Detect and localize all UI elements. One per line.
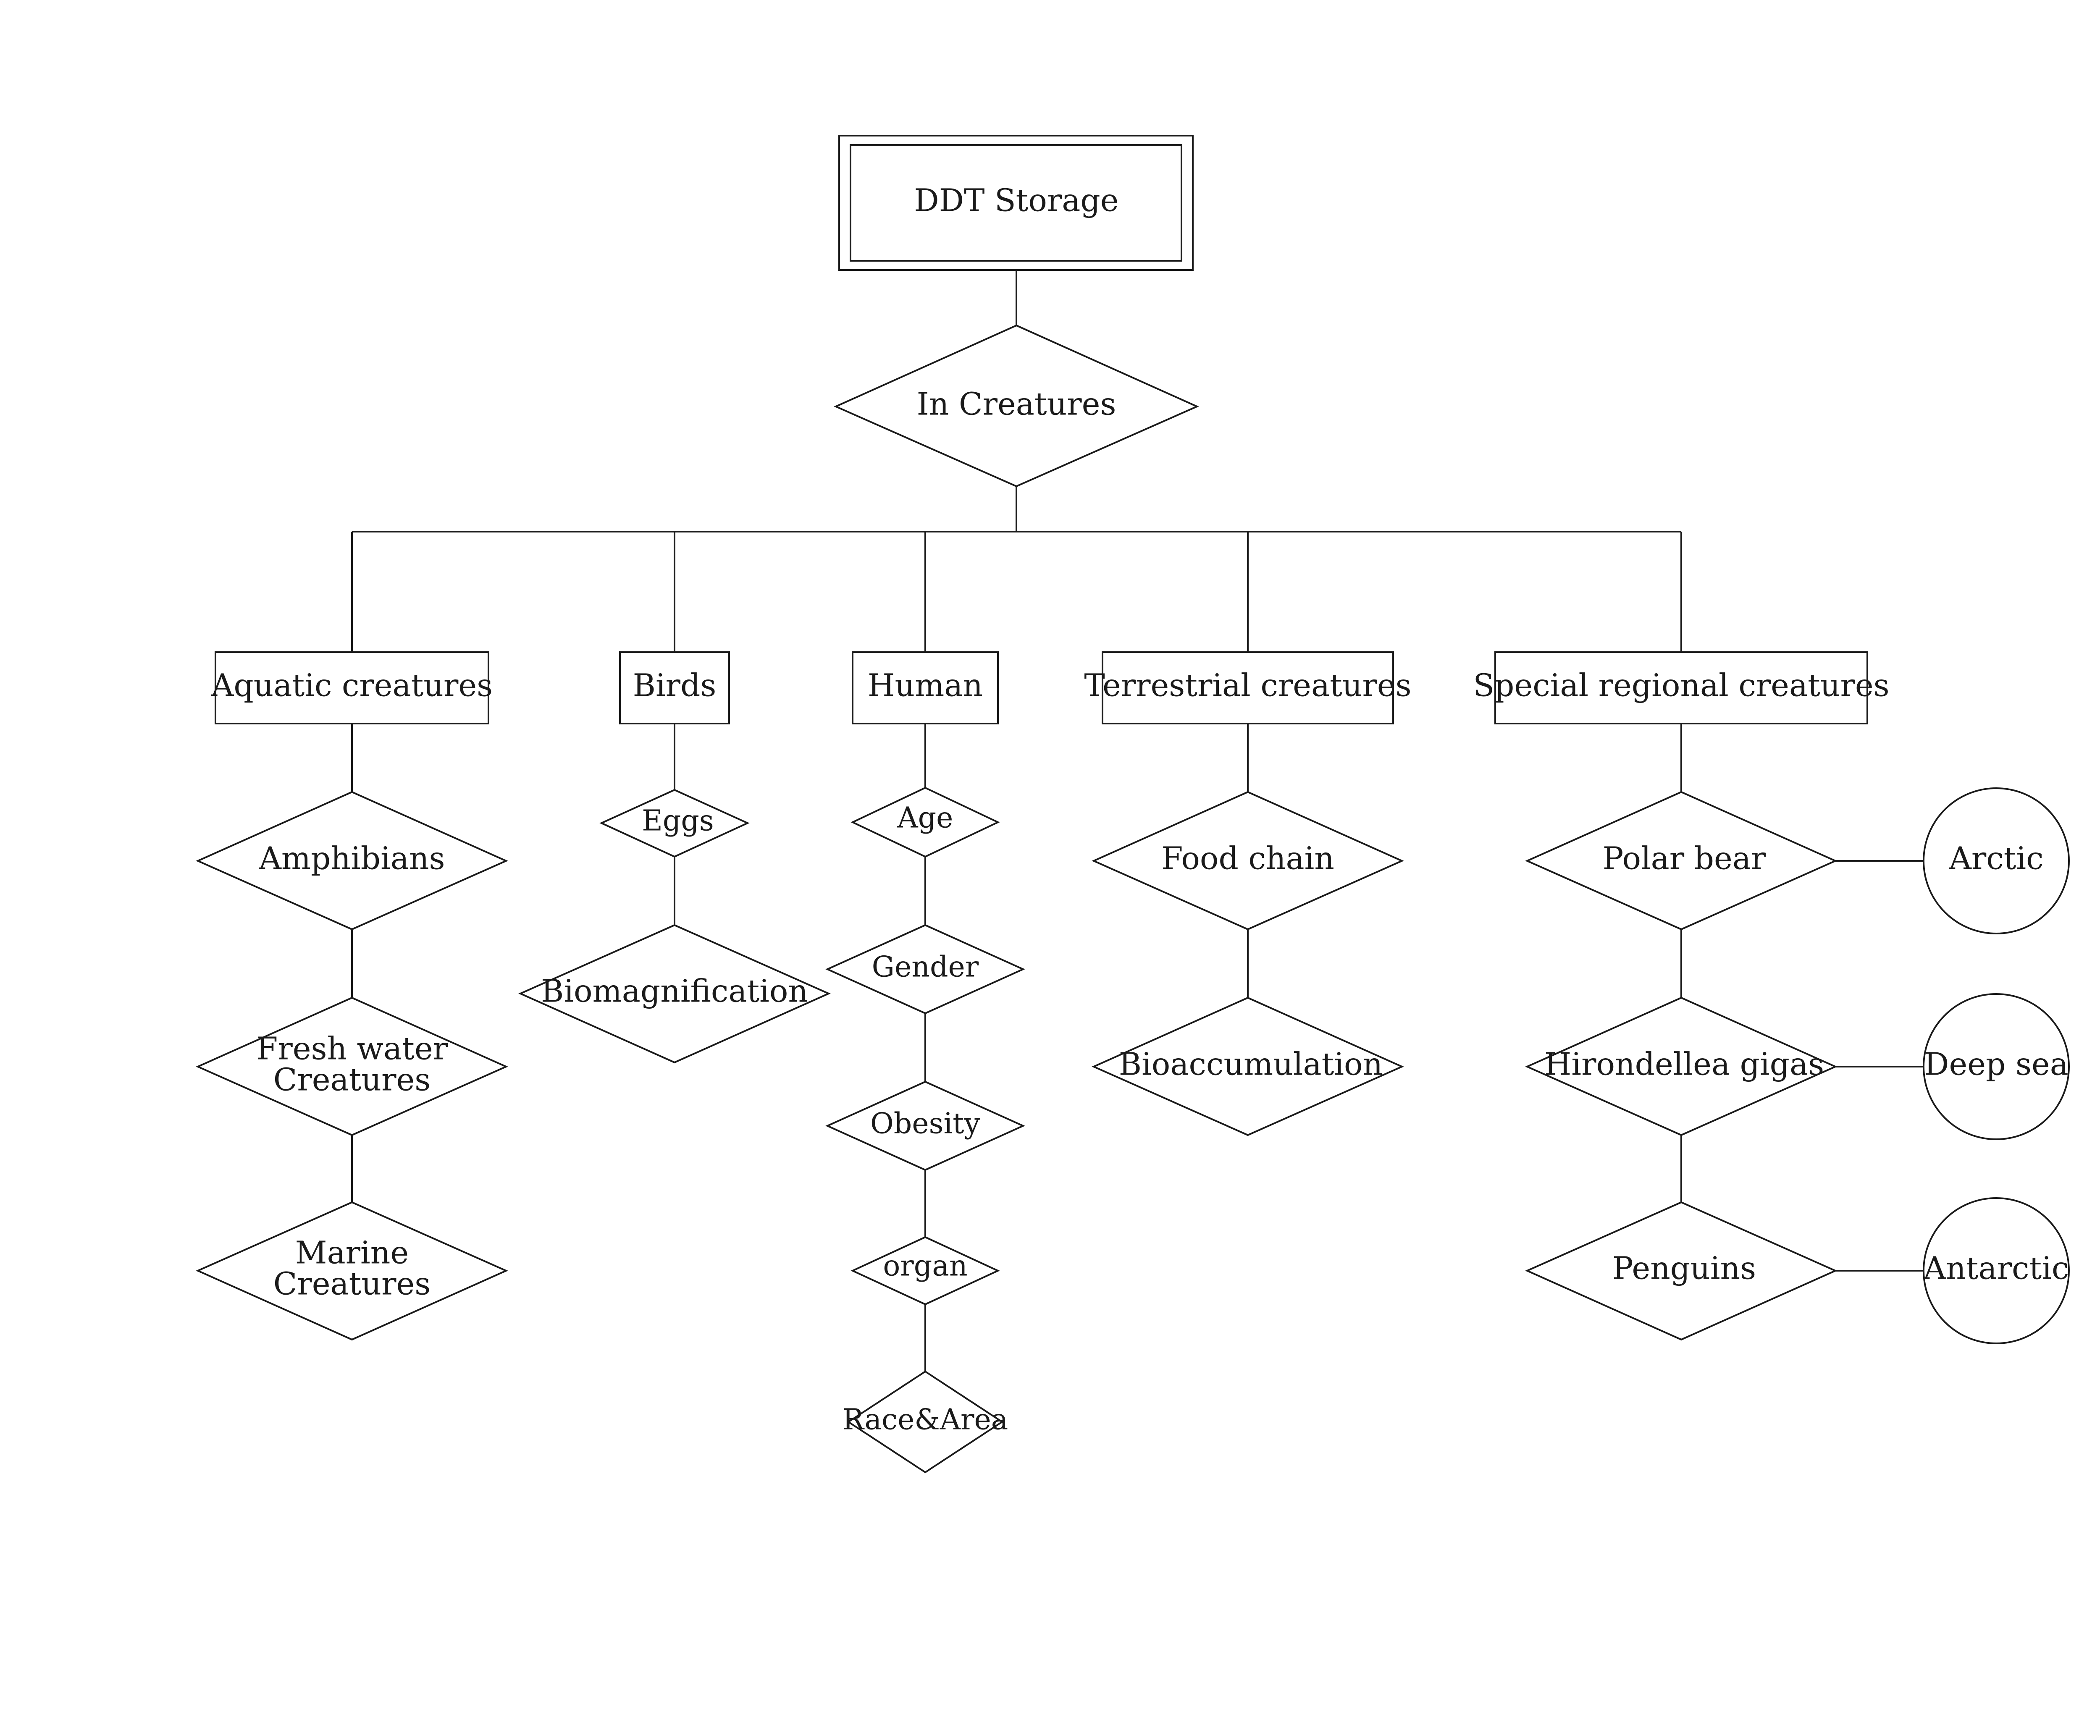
diamond-race-area: Race&Area (843, 1370, 1008, 1474)
svg-text:Fresh water: Fresh water (256, 1031, 448, 1067)
svg-text:Race&Area: Race&Area (843, 1403, 1008, 1437)
diamond-fresh-water-creatures: Fresh water Creatures (196, 996, 508, 1136)
svg-text:Age: Age (897, 802, 953, 835)
region-deep-sea: Deep sea (1923, 993, 2070, 1140)
diamond-biomagnification: Biomagnification (518, 924, 831, 1064)
category-label: Aquatic creatures (211, 667, 493, 703)
category-label: Human (868, 667, 983, 703)
diamond-food-chain: Food chain (1092, 791, 1404, 931)
svg-text:Eggs: Eggs (642, 805, 714, 838)
relation-label: In Creatures (917, 386, 1116, 422)
category-special-regional: Special regional creatures (1473, 651, 1890, 724)
svg-text:Bioaccumulation: Bioaccumulation (1119, 1046, 1383, 1082)
diamond-polar-bear: Polar bear (1525, 791, 1838, 931)
diamond-obesity: Obesity (825, 1080, 1025, 1171)
diamond-gender: Gender (825, 924, 1025, 1015)
svg-text:Polar bear: Polar bear (1603, 840, 1766, 876)
region-arctic: Arctic (1923, 787, 2070, 934)
svg-text:Deep sea: Deep sea (1924, 1046, 2068, 1082)
category-birds: Birds (619, 651, 730, 724)
diamond-amphibians: Amphibians (196, 791, 508, 931)
diamond-penguins: Penguins (1525, 1201, 1838, 1341)
diamond-eggs: Eggs (599, 789, 750, 858)
diamond-bioaccumulation: Bioaccumulation (1092, 996, 1404, 1136)
diamond-organ: organ (850, 1236, 1000, 1306)
root-entity: DDT Storage (838, 135, 1194, 271)
svg-text:Penguins: Penguins (1612, 1250, 1756, 1286)
category-label: Special regional creatures (1473, 667, 1889, 703)
relation-diamond: In Creatures (834, 324, 1199, 488)
svg-text:Creatures: Creatures (273, 1062, 430, 1098)
svg-text:Amphibians: Amphibians (258, 840, 445, 876)
diamond-hirondellea-gigas: Hirondellea gigas (1525, 996, 1838, 1136)
svg-text:Arctic: Arctic (1948, 840, 2043, 876)
category-label: Terrestrial creatures (1084, 667, 1411, 703)
svg-text:Obesity: Obesity (870, 1107, 980, 1141)
svg-text:Hirondellea gigas: Hirondellea gigas (1544, 1046, 1824, 1082)
category-label: Birds (633, 667, 717, 703)
category-human: Human (852, 651, 999, 724)
connector-lines (351, 270, 1924, 1371)
svg-text:organ: organ (883, 1250, 967, 1283)
category-aquatic: Aquatic creatures (211, 651, 493, 724)
diamond-marine-creatures: Marine Creatures (196, 1201, 508, 1341)
root-label: DDT Storage (914, 182, 1118, 218)
svg-text:Gender: Gender (872, 951, 979, 984)
diamond-age: Age (850, 787, 1000, 858)
region-antarctic: Antarctic (1923, 1197, 2070, 1344)
svg-text:Marine: Marine (295, 1235, 409, 1271)
svg-text:Biomagnification: Biomagnification (541, 973, 808, 1009)
category-terrestrial: Terrestrial creatures (1084, 651, 1412, 724)
svg-text:Antarctic: Antarctic (1923, 1250, 2069, 1286)
svg-text:Creatures: Creatures (273, 1266, 430, 1302)
svg-text:Food chain: Food chain (1161, 840, 1334, 876)
